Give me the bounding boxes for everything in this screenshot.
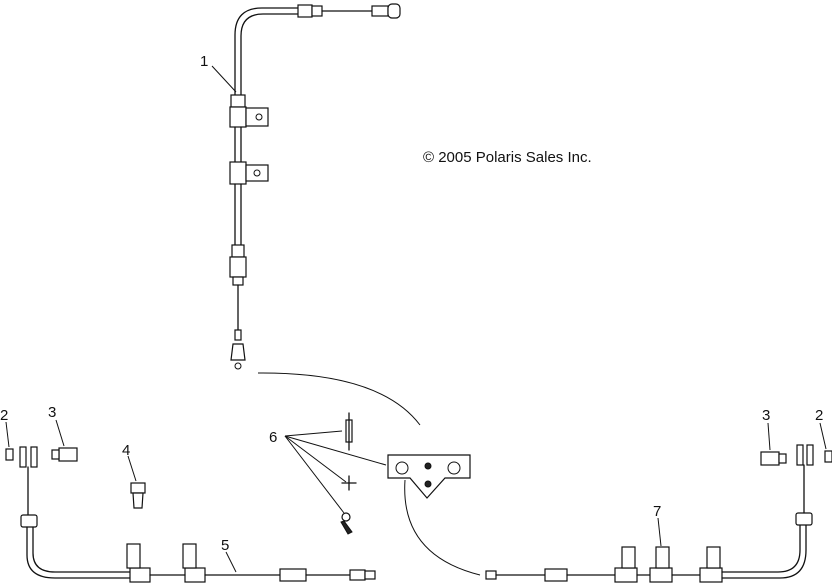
leader-7 <box>657 517 662 547</box>
right-lower-cable <box>485 444 814 583</box>
leader-4 <box>127 455 137 482</box>
part-3-right <box>760 451 787 466</box>
routing-arc-upper <box>257 372 421 426</box>
leader-6c <box>284 435 347 483</box>
left-lower-cable <box>19 446 376 583</box>
copyright-notice: © 2005 Polaris Sales Inc. <box>423 149 592 166</box>
leader-3-left <box>55 419 65 447</box>
callout-1: 1 <box>200 53 208 70</box>
part-4 <box>130 482 146 509</box>
leader-6a <box>284 430 343 437</box>
callout-3-left: 3 <box>48 404 56 421</box>
callout-2-right: 2 <box>815 407 823 424</box>
leader-2-left <box>5 421 10 448</box>
callout-4: 4 <box>122 442 130 459</box>
callout-7: 7 <box>653 503 661 520</box>
callout-6: 6 <box>269 429 277 446</box>
mounting-bracket <box>387 454 471 499</box>
upper-cable-assembly <box>229 3 401 370</box>
leader-5 <box>225 551 237 573</box>
leader-3-right <box>767 422 771 451</box>
callout-2-left: 2 <box>0 407 8 424</box>
leader-6d <box>284 435 345 514</box>
callout-3-right: 3 <box>762 407 770 424</box>
leader-2-right <box>819 422 827 450</box>
leader-1 <box>211 65 237 93</box>
part-2-right <box>824 450 832 463</box>
leader-6b <box>284 435 387 466</box>
hardware-kit <box>340 412 357 535</box>
routing-arc-lower <box>404 479 481 576</box>
part-2-left <box>5 448 14 461</box>
callout-5: 5 <box>221 537 229 554</box>
part-3-left <box>51 447 78 462</box>
